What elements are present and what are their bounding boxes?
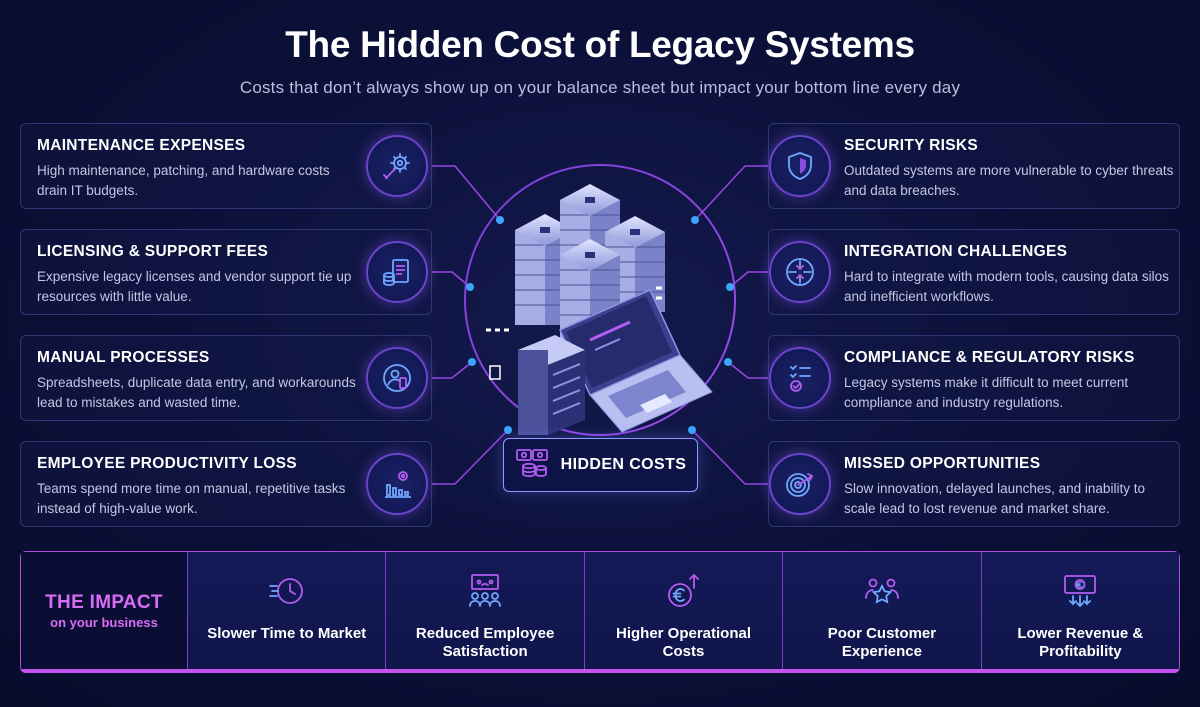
impact-section: THE IMPACT on your business Slower Time …	[20, 551, 1180, 673]
card-missed-opportunities: MISSED OPPORTUNITIES Slow innovation, de…	[768, 441, 1180, 527]
shield-icon	[769, 135, 831, 197]
card-title: SECURITY RISKS	[844, 137, 978, 154]
card-description: Hard to integrate with modern tools, cau…	[844, 269, 1169, 304]
card-title: EMPLOYEE PRODUCTIVITY LOSS	[37, 455, 297, 472]
card-description: High maintenance, patching, and hardware…	[37, 163, 330, 198]
impact-item-label: Reduced Employee Satisfaction	[415, 625, 555, 660]
connector-left-2	[432, 271, 471, 288]
card-licensing-support-fees: LICENSING & SUPPORT FEES Expensive legac…	[20, 229, 432, 315]
card-description: Spreadsheets, duplicate data entry, and …	[37, 375, 356, 410]
card-title: MANUAL PROCESSES	[37, 349, 210, 366]
user-phone-icon	[366, 347, 428, 409]
card-description: Outdated systems are more vulnerable to …	[844, 163, 1174, 198]
impact-title: THE IMPACT	[45, 591, 163, 613]
tower-server-illustration	[518, 335, 585, 435]
wrench-gear-icon	[366, 135, 428, 197]
money-stack-icon	[515, 447, 551, 484]
impact-item-reduced-employee-satisfaction: Reduced Employee Satisfaction	[385, 552, 584, 669]
impact-subtitle: on your business	[50, 614, 158, 630]
impact-item-label: Lower Revenue & Profitability	[1017, 625, 1144, 660]
card-employee-productivity-loss: EMPLOYEE PRODUCTIVITY LOSS Teams spend m…	[20, 441, 432, 527]
card-description: Expensive legacy licenses and vendor sup…	[37, 269, 352, 304]
impact-item-lower-revenue-profitability: Lower Revenue & Profitability	[980, 552, 1180, 669]
card-title: COMPLIANCE & REGULATORY RISKS	[844, 349, 1135, 366]
checklist-icon	[769, 347, 831, 409]
impact-item-higher-operational-costs: Higher Operational Costs	[583, 552, 783, 669]
card-integration-challenges: INTEGRATION CHALLENGES Hard to integrate…	[768, 229, 1180, 315]
card-manual-processes: MANUAL PROCESSES Spreadsheets, duplicate…	[20, 335, 432, 421]
impact-item-label: Poor Customer Experience	[827, 625, 937, 660]
connector-left-4	[432, 429, 509, 485]
impact-item-poor-customer-experience: Poor Customer Experience	[782, 552, 981, 669]
impact-item-slower-time-to-market: Slower Time to Market	[187, 552, 386, 669]
arrows-in-icon	[769, 241, 831, 303]
laptop-illustration	[559, 289, 713, 433]
impact-item-label: Slower Time to Market	[207, 625, 367, 642]
card-title: MAINTENANCE EXPENSES	[37, 137, 246, 154]
connector-left-1	[432, 165, 501, 221]
connector-right-2	[729, 271, 768, 288]
connector-left-3	[432, 361, 473, 379]
clock-speed-icon	[268, 572, 306, 615]
document-coins-icon	[366, 241, 428, 303]
center-ring	[464, 164, 736, 436]
server-stack-illustration	[515, 184, 665, 340]
card-description: Legacy systems make it difficult to meet…	[844, 375, 1129, 410]
card-maintenance-expenses: MAINTENANCE EXPENSES High maintenance, p…	[20, 123, 432, 209]
euro-coin-up-icon	[665, 572, 703, 615]
banknote-down-icon	[1061, 572, 1099, 615]
card-description: Teams spend more time on manual, repetit…	[37, 481, 346, 516]
connector-right-3	[727, 361, 768, 379]
connector-right-4	[691, 429, 768, 485]
hidden-costs-label: HIDDEN COSTS	[560, 456, 687, 473]
connector-right-1	[694, 165, 768, 221]
card-compliance-regulatory-risks: COMPLIANCE & REGULATORY RISKS Legacy sys…	[768, 335, 1180, 421]
customers-star-icon	[863, 572, 901, 615]
team-presentation-icon	[466, 572, 504, 615]
card-security-risks: SECURITY RISKS Outdated systems are more…	[768, 123, 1180, 209]
card-title: MISSED OPPORTUNITIES	[844, 455, 1041, 472]
target-icon	[769, 453, 831, 515]
bar-chart-gear-icon	[366, 453, 428, 515]
page-subtitle: Costs that don’t always show up on your …	[239, 78, 961, 97]
card-title: INTEGRATION CHALLENGES	[844, 243, 1068, 260]
card-description: Slow innovation, delayed launches, and i…	[844, 481, 1145, 516]
card-title: LICENSING & SUPPORT FEES	[37, 243, 269, 260]
impact-heading: THE IMPACT on your business	[21, 552, 187, 669]
page-title: The Hidden Cost of Legacy Systems	[285, 24, 915, 65]
impact-item-label: Higher Operational Costs	[616, 625, 752, 660]
hidden-costs-badge: HIDDEN COSTS	[503, 438, 698, 492]
